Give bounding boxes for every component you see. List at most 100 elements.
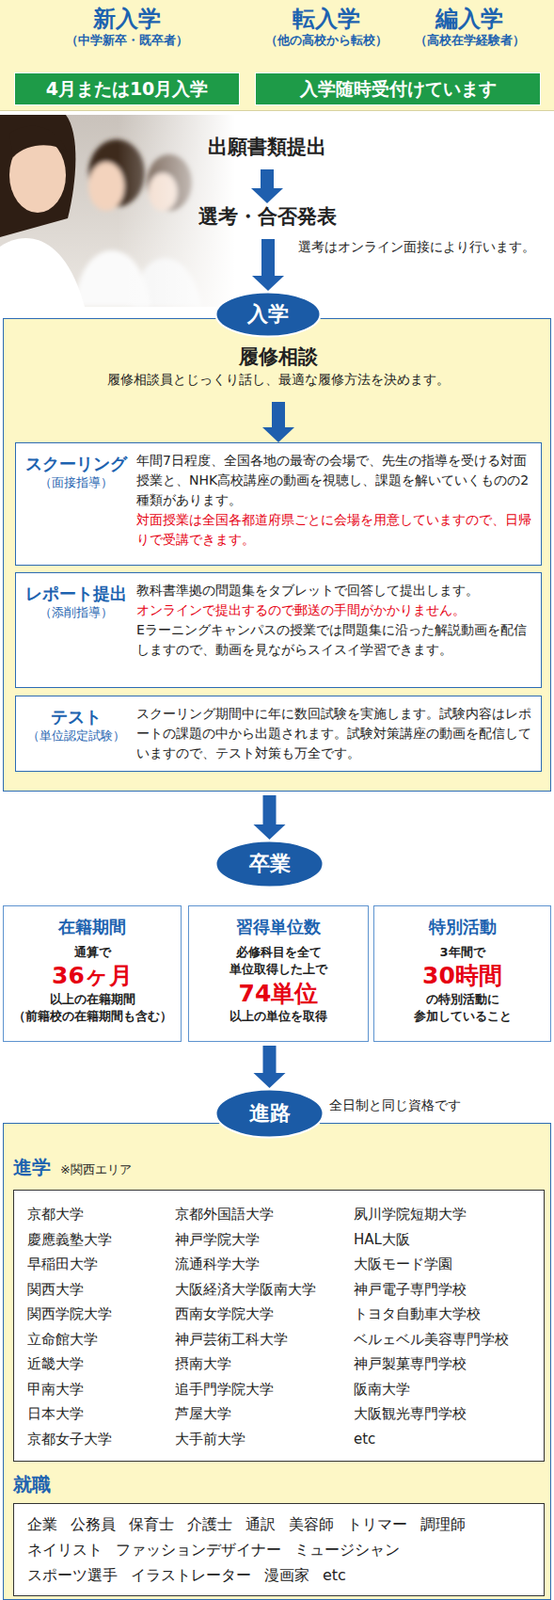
requirement-box: 在籍期間通算で36ヶ月以上の在籍期間（前籍校の在籍期間も含む） (2, 904, 182, 1042)
school-name: 甲南大学 (27, 1376, 175, 1402)
requirement-title: 習得単位数 (236, 915, 321, 937)
entry-heading: 新入学 (14, 5, 240, 33)
school-name: 神戸製菓専門学校 (353, 1350, 544, 1377)
requirement-text: 以上の在籍期間 (49, 990, 136, 1008)
school-name: 阪南大学 (353, 1376, 544, 1402)
school-name: 日本大学 (27, 1400, 175, 1426)
requirement-box: 特別活動3年間で30時間の特別活動に参加していること (373, 904, 552, 1042)
school-name: 大阪経済大学阪南大学 (174, 1276, 354, 1302)
school-name: 流通科学大学 (174, 1250, 354, 1277)
step-text: 出願書類提出 (173, 133, 362, 166)
career-panel: 進学※関西エリア京都大学慶應義塾大学早稲田大学関西大学関西学院大学立命館大学近畿… (2, 1122, 552, 1599)
requirement-body: 3年間で30時間の特別活動に参加していること (413, 936, 512, 1031)
heading-col: 転入学（他の高校から転校） (254, 5, 398, 49)
school-name: 神戸学院大学 (174, 1226, 354, 1252)
school-name: 慶應義塾大学 (27, 1226, 175, 1252)
stage-label: 入学 (247, 300, 289, 329)
course-text: Eラーニングキャンパスの授業では問題集に沿った解説動画を配信しますので、動画を見… (136, 619, 532, 660)
school-name: 大阪モード学園 (353, 1250, 544, 1277)
heading-col: 新入学（中学新卒・既卒者） (14, 5, 240, 49)
job-box: 企業公務員保育士介護士通訳美容師トリマー調理師ネイリストファッションデザイナーミ… (13, 1502, 545, 1596)
job-name: トリマー (347, 1510, 408, 1536)
arrow-shaft (260, 169, 274, 190)
list-head: 進学※関西エリア (13, 1153, 545, 1180)
arrow-head (252, 275, 285, 291)
arrow-shaft (261, 238, 275, 277)
requirement-text: 3年間で (439, 943, 485, 961)
course-body-col: スクーリング期間中に年に数回試験を実施します。試験内容はレポートの課題の中から出… (136, 696, 541, 771)
school-name: トヨタ自動車大学校 (353, 1300, 544, 1327)
job-name: 調理師 (420, 1510, 466, 1536)
study-panel: 履修相談履修相談員とじっくり話し、最適な履修方法を決めます。スクーリング（面接指… (2, 317, 552, 792)
job-name: 保育士 (128, 1510, 175, 1536)
job-name: 美容師 (288, 1510, 334, 1536)
job-name: イラストレーター (130, 1561, 252, 1587)
requirement-text: 参加していること (413, 1007, 512, 1025)
school-name: 立命館大学 (27, 1326, 175, 1352)
requirement-text: 36ヶ月 (51, 960, 133, 990)
arrow-head (253, 823, 286, 839)
school-name: HAL大阪 (353, 1226, 544, 1252)
school-name: 西南女学院大学 (174, 1300, 354, 1327)
job-name: etc (322, 1561, 347, 1587)
ellipse-outline (216, 1089, 324, 1138)
course-text: スクーリング期間中に年に数回試験を実施します。試験内容はレポートの課題の中から出… (136, 703, 532, 763)
course-body-col: 教科書準拠の問題集をタブレットで回答して提出します。オンラインで提出するので郵送… (136, 572, 541, 687)
course-title: テスト (15, 705, 137, 728)
school-name: ベルェベル美容専門学校 (353, 1326, 544, 1352)
section-heading: 就職 (13, 1470, 545, 1497)
school-name: 関西大学 (27, 1276, 175, 1302)
job-name: ミュージシャン (294, 1535, 400, 1562)
stage-ellipse: 入学 (214, 290, 322, 338)
course-title-col: テスト（単位認定試験） (15, 696, 137, 771)
requirement-text: 以上の単位を取得 (229, 1007, 328, 1025)
course-box: スクーリング（面接指導）年間7日程度、全国各地の最寄の会場で、先生の指導を受ける… (15, 442, 542, 566)
job-name: 公務員 (70, 1510, 116, 1536)
entry-heading: 編入学 (397, 5, 541, 33)
job-row: スポーツ選手イラストレーター漫画家etc (27, 1561, 531, 1587)
heading-col: 編入学（高校在学経験者） (397, 5, 541, 49)
course-subtitle: （面接指導） (15, 474, 137, 491)
stage-ellipse: 卒業 (214, 838, 325, 888)
school-list: 進学※関西エリア京都大学慶應義塾大学早稲田大学関西大学関西学院大学立命館大学近畿… (13, 1153, 545, 1461)
entry-heading: 転入学 (254, 5, 398, 33)
stage-ellipse: 進路 (214, 1087, 325, 1139)
entry-bar: 入学随時受付けています (254, 72, 541, 106)
school-name: 関西学院大学 (27, 1300, 175, 1327)
course-title: スクーリング (15, 452, 137, 475)
arrow-head (251, 188, 284, 204)
step-title: 選考・合否発表 (198, 203, 337, 230)
school-name: 摂南大学 (174, 1350, 354, 1377)
course-title-col: スクーリング（面接指導） (15, 443, 137, 565)
requirement-body: 必修科目を全て単位取得した上で74単位以上の単位を取得 (229, 936, 328, 1031)
job-name: 漫画家 (264, 1561, 310, 1587)
flow-arrow (253, 1044, 286, 1088)
job-name: 介護士 (187, 1510, 233, 1536)
school-name: 夙川学院短期大学 (353, 1201, 544, 1227)
note-text: 選考はオンライン面接により行います。 (298, 238, 536, 256)
school-name: 京都女子大学 (27, 1425, 175, 1452)
requirement-text: 30時間 (422, 960, 503, 990)
ellipse-outline (216, 840, 324, 887)
intake-band: 新入学（中学新卒・既卒者） 4月または10月入学転入学（他の高校から転校）編入学（… (0, 0, 554, 111)
course-body-col: 年間7日程度、全国各地の最寄の会場で、先生の指導を受ける対面授業と、NHK高校講… (136, 443, 541, 565)
requirement-title: 在籍期間 (58, 915, 127, 937)
entry-bar: 4月または10月入学 (14, 72, 240, 106)
course-box: テスト（単位認定試験）スクーリング期間中に年に数回試験を実施します。試験内容はレ… (15, 695, 542, 772)
list-col: 夙川学院短期大学HAL大阪大阪モード学園神戸電子専門学校トヨタ自動車大学校ベルェ… (353, 1201, 544, 1451)
list-col: 京都外国語大学神戸学院大学流通科学大学大阪経済大学阪南大学西南女学院大学神戸芸術… (174, 1201, 354, 1451)
step-title: 出願書類提出 (207, 133, 327, 160)
stage-label: 卒業 (249, 849, 291, 878)
course-text: 対面授業は全国各都道府県ごとに会場を用意していますので、日帰りで受講できます。 (136, 509, 532, 550)
step-text: 履修相談履修相談員とじっくり話し、最適な履修方法を決めます。 (22, 343, 534, 398)
job-name: 企業 (27, 1510, 58, 1536)
step-description: 履修相談員とじっくり話し、最適な履修方法を決めます。 (107, 369, 450, 390)
course-subtitle: （単位認定試験） (15, 727, 137, 744)
intake-box: 新入学（中学新卒・既卒者） 4月または10月入学 (14, 5, 240, 106)
flow-arrow (252, 238, 285, 291)
school-name: 神戸電子専門学校 (353, 1276, 544, 1302)
course-subtitle: （添削指導） (15, 603, 137, 621)
school-name: 追手門学院大学 (174, 1376, 354, 1402)
stage-label: 進路 (249, 1098, 291, 1127)
arrow-shaft (263, 794, 277, 825)
